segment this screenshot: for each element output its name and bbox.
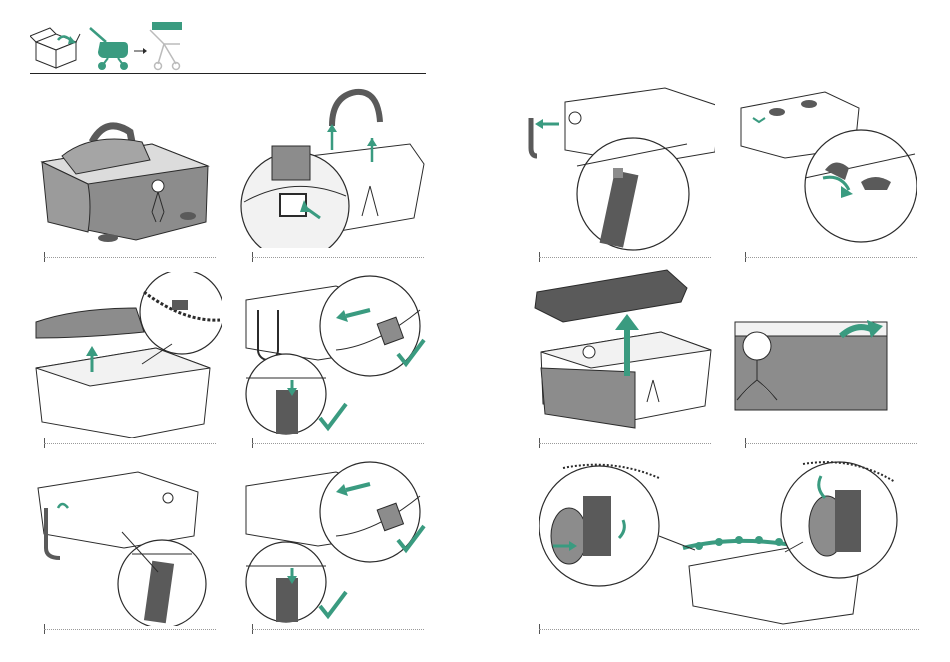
left-page xyxy=(0,0,475,662)
step-7-caption-line xyxy=(539,257,711,258)
right-page xyxy=(475,0,950,662)
step-11-illustration xyxy=(539,456,919,626)
step-11-caption-line xyxy=(539,629,919,630)
step-6-caption-line xyxy=(252,629,424,630)
step-9-caption-line xyxy=(539,443,711,444)
unpacking-box-icon xyxy=(30,28,80,68)
step-10-caption-line xyxy=(745,443,917,444)
step-3-caption-line xyxy=(44,443,216,444)
step-6-illustration xyxy=(240,456,430,626)
stroller-chassis-icon xyxy=(150,30,180,70)
step-4-caption-line xyxy=(252,443,424,444)
step-5-illustration xyxy=(32,458,222,626)
step-8-illustration xyxy=(737,82,917,252)
step-8-caption-line xyxy=(745,257,917,258)
step-3-illustration xyxy=(32,272,222,438)
step-2-illustration xyxy=(240,86,430,248)
step-7-illustration xyxy=(525,82,715,252)
header-icons xyxy=(30,20,190,72)
stroller-with-bassinet-icon xyxy=(90,28,128,70)
badge xyxy=(152,22,182,30)
step-4-illustration xyxy=(240,270,430,438)
step-5-caption-line xyxy=(44,629,216,630)
header-rule xyxy=(30,73,426,74)
step-10-illustration xyxy=(731,304,891,416)
arrow-right-icon xyxy=(134,48,147,54)
step-1-illustration xyxy=(32,112,212,247)
step-9-illustration xyxy=(527,268,717,438)
step-1-caption-line xyxy=(44,257,216,258)
step-2-caption-line xyxy=(252,257,424,258)
